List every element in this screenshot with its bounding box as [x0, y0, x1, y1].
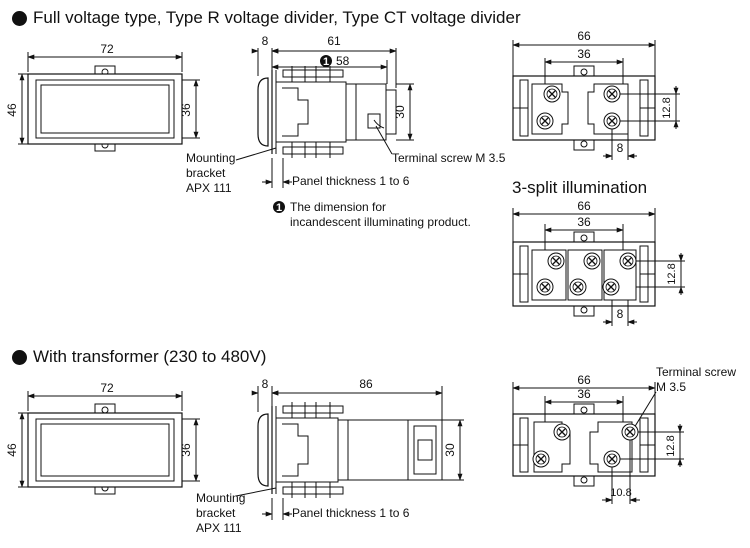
bottom-side-view: [235, 386, 464, 520]
top-side-view: [235, 48, 414, 188]
bottom-rear-inner-width-dim: 36: [577, 387, 591, 401]
note-marker-icon: [273, 201, 285, 213]
split-rear-horizontal-pitch-dim: 8: [617, 307, 624, 321]
note-marker-number: 1: [276, 202, 282, 214]
incandescent-note-line-1: The dimension for: [290, 200, 386, 214]
note-marker-icon: [320, 55, 332, 67]
top-rear-view: [512, 40, 680, 160]
bottom-terminal-screw-label-1: Terminal screw: [656, 365, 736, 379]
bottom-side-bezel-dim: 8: [262, 377, 269, 391]
bottom-mounting-bracket-label-1: Mounting: [196, 491, 245, 505]
top-side-incandescent-length-dim: 58: [336, 54, 350, 68]
top-side-length-dim: 61: [327, 34, 341, 48]
bullet-icon: [12, 349, 27, 365]
top-side-bezel-dim: 8: [262, 34, 269, 48]
top-front-view: [18, 52, 200, 152]
bottom-rear-horizontal-pitch-dim: 10.8: [610, 487, 631, 499]
incandescent-note-line-2: incandescent illuminating product.: [290, 215, 471, 229]
top-mounting-bracket-label-2: bracket: [186, 166, 226, 180]
bottom-mounting-bracket-label-3: APX 111: [196, 521, 242, 535]
top-mounting-bracket-label-3: APX 111: [186, 181, 232, 195]
bottom-front-inner-height-dim: 36: [179, 443, 193, 457]
note-marker-number: 1: [323, 56, 329, 68]
split-rear-inner-width-dim: 36: [577, 215, 591, 229]
bottom-terminal-screw-label-2: M 3.5: [656, 380, 686, 394]
bottom-rear-view: [512, 382, 684, 504]
top-rear-vertical-pitch-dim: 12.8: [661, 97, 673, 118]
section-heading-transformer: With transformer (230 to 480V): [12, 347, 266, 367]
bottom-mounting-bracket-label-2: bracket: [196, 506, 236, 520]
top-front-inner-height-dim: 36: [179, 103, 193, 117]
bullet-icon: [12, 10, 27, 26]
top-side-height-dim: 30: [393, 105, 407, 119]
top-mounting-bracket-label-1: Mounting: [186, 151, 235, 165]
top-terminal-screw-label: Terminal screw M 3.5: [392, 151, 506, 165]
split-rear-view: [512, 208, 685, 326]
bottom-front-width-dim: 72: [100, 381, 114, 395]
bottom-front-view: [18, 391, 200, 495]
section-heading-full-voltage: Full voltage type, Type R voltage divide…: [12, 8, 521, 28]
top-front-outer-height-dim: 46: [5, 103, 19, 117]
bottom-panel-thickness-label: Panel thickness 1 to 6: [292, 506, 410, 520]
section-heading-transformer-text: With transformer (230 to 480V): [33, 347, 267, 366]
bottom-rear-vertical-pitch-dim: 12.8: [665, 435, 677, 456]
top-rear-horizontal-pitch-dim: 8: [617, 141, 624, 155]
section-heading-3-split: 3-split illumination: [512, 178, 648, 197]
bottom-side-height-dim: 30: [443, 443, 457, 457]
top-rear-outer-width-dim: 66: [577, 29, 591, 43]
top-panel-thickness-label: Panel thickness 1 to 6: [292, 174, 410, 188]
bottom-front-outer-height-dim: 46: [5, 443, 19, 457]
bottom-rear-outer-width-dim: 66: [577, 373, 591, 387]
section-heading-full-voltage-text: Full voltage type, Type R voltage divide…: [33, 8, 521, 27]
split-rear-vertical-pitch-dim: 12.8: [666, 263, 678, 284]
top-front-width-dim: 72: [100, 42, 114, 56]
split-rear-outer-width-dim: 66: [577, 199, 591, 213]
bottom-side-length-dim: 86: [359, 377, 373, 391]
top-rear-inner-width-dim: 36: [577, 47, 591, 61]
